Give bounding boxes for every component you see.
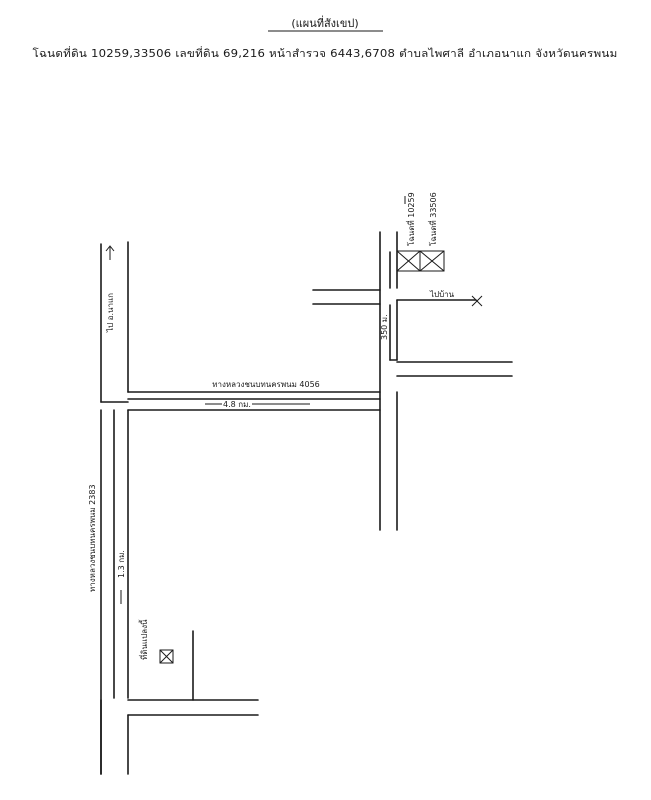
- road-2383-label: ทางหลวงชนบทนครพนม 2383: [88, 484, 97, 592]
- plot-10259-label: โฉนดที่ 10259: [405, 192, 416, 246]
- lower-branches: [127, 630, 259, 716]
- arrow-icon: [105, 245, 115, 260]
- left-main-road: [100, 241, 129, 775]
- to-village-label: ไปบ้าน: [429, 290, 455, 299]
- right-side-road: [379, 231, 398, 531]
- parcel-box-icon: [396, 250, 445, 272]
- dist-13-label: 1.3 กม.: [117, 550, 126, 578]
- map-title: (แผนที่สังเขป): [291, 15, 358, 30]
- road-4056-label: ทางหลวงชนบทนครพนม 4056: [212, 380, 320, 389]
- parcel-box-icon: [159, 649, 174, 664]
- right-branches: [312, 289, 513, 377]
- map-caption: โฉนดที่ดิน 10259,33506 เลขที่ดิน 69,216 …: [33, 46, 618, 60]
- dist-350-label: 350 ม.: [380, 314, 389, 340]
- road-4056: [127, 391, 381, 411]
- plot-33506-label: โฉนดที่ 33506: [427, 192, 438, 246]
- road-to-nakae-label: ไป อ.นาแก: [106, 293, 115, 333]
- arrow-icon: [471, 295, 483, 307]
- dist-48-label: 4.8 กม.: [223, 400, 251, 409]
- lower-plot-label: ที่ดินแปลงนี้: [138, 619, 149, 660]
